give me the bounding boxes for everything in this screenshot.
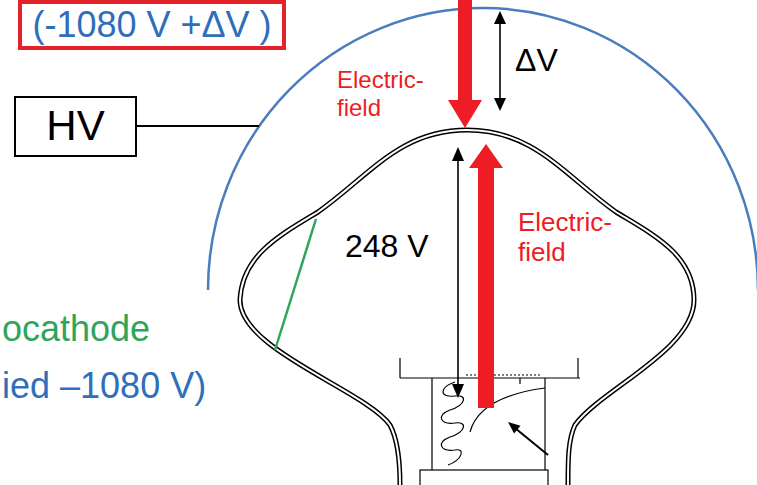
field-arrowhead [448,100,482,128]
delta-v-label: ΔV [515,42,558,79]
delta-arrowhead [494,98,506,111]
delta-arrowhead [494,11,506,24]
field-label: Electric- field [337,66,424,121]
box-text: (-1080 V +ΔV ) [32,5,271,45]
pointer-arrow [515,428,548,455]
voltage-arrow [457,152,459,393]
voltage-box: (-1080 V +ΔV ) [18,0,286,50]
delta-arrow [499,16,501,106]
hv-box: HV [14,96,137,157]
voltage-arrowhead [452,384,464,398]
field-arrow [478,166,494,408]
part-name: ocathode [2,308,150,349]
voltage-arrowhead [452,147,464,161]
voltage-label: 248 V [345,228,429,265]
box-text: HV [46,103,104,149]
leader-line [275,219,316,350]
field-arrow [458,0,472,101]
applied-voltage: ied –1080 V) [2,365,206,406]
pointer-arrowhead [508,422,521,434]
field-label: Electric- field [518,208,612,268]
field-arrowhead [469,144,503,168]
bulb-outline [240,130,694,485]
bulb-outline-inner [240,130,694,485]
hv-wire [137,125,259,127]
